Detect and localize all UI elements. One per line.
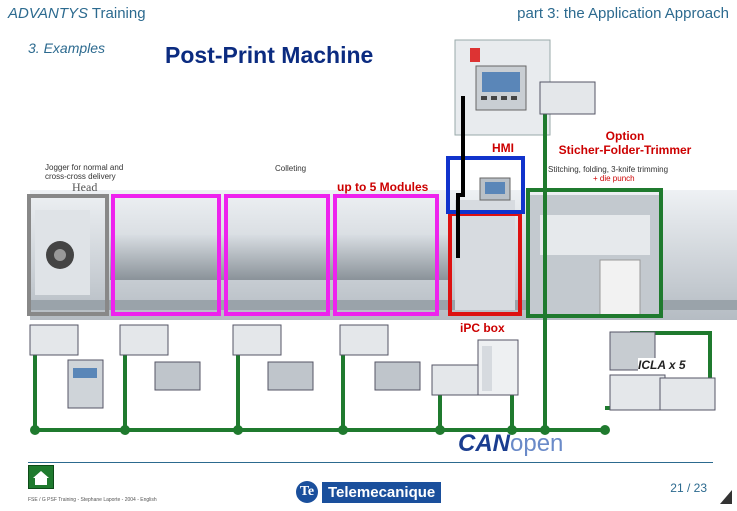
machine-body bbox=[30, 177, 737, 320]
hmi-cabinet bbox=[454, 39, 551, 136]
next-arrow-icon[interactable] bbox=[718, 488, 734, 506]
section-label: 3. Examples bbox=[28, 40, 106, 56]
servo-drives bbox=[67, 331, 656, 409]
page-number: 21 / 23 bbox=[670, 481, 707, 495]
io-islands bbox=[29, 81, 716, 411]
head-label: Head bbox=[72, 180, 98, 194]
footer-divider bbox=[28, 462, 713, 463]
colleting-label: Colleting bbox=[275, 164, 307, 173]
ipc-unit bbox=[477, 339, 519, 396]
hmi-blue-box bbox=[446, 156, 525, 214]
network-nodes bbox=[30, 425, 610, 435]
telemecanique-logo: Te Telemecanique bbox=[296, 481, 442, 503]
page-title: Post-Print Machine bbox=[165, 42, 374, 68]
hmi-cable bbox=[456, 96, 465, 258]
header-brand: ADVANTYS Training bbox=[8, 5, 146, 22]
stitching-label: Stitching, folding, 3-knife trimming + d… bbox=[548, 165, 669, 183]
te-logo-icon: Te bbox=[296, 481, 318, 503]
option-green-box bbox=[526, 188, 663, 318]
icla-label: ICLA x 5 bbox=[638, 358, 686, 372]
company-name: Telemecanique bbox=[322, 481, 442, 503]
canopen-logo: CANopen bbox=[458, 430, 564, 457]
header-part-title: part 3: the Application Approach bbox=[517, 5, 729, 22]
module-boxes bbox=[111, 194, 439, 316]
head-box bbox=[27, 194, 109, 316]
ipc-box-label: iPC box bbox=[460, 321, 505, 335]
modules-label: up to 5 Modules bbox=[337, 180, 429, 194]
option-label: Option Sticher-Folder-Trimmer bbox=[558, 129, 692, 157]
home-icon[interactable] bbox=[28, 465, 54, 489]
home-glyph bbox=[33, 471, 49, 485]
jogger-label: Jogger for normal and cross-cross delive… bbox=[45, 163, 124, 181]
hmi-label: HMI bbox=[492, 141, 514, 155]
arrow-glyph bbox=[720, 490, 732, 504]
footer-credit: FSE / G PSF Training - Stephane Laporte … bbox=[28, 497, 157, 503]
